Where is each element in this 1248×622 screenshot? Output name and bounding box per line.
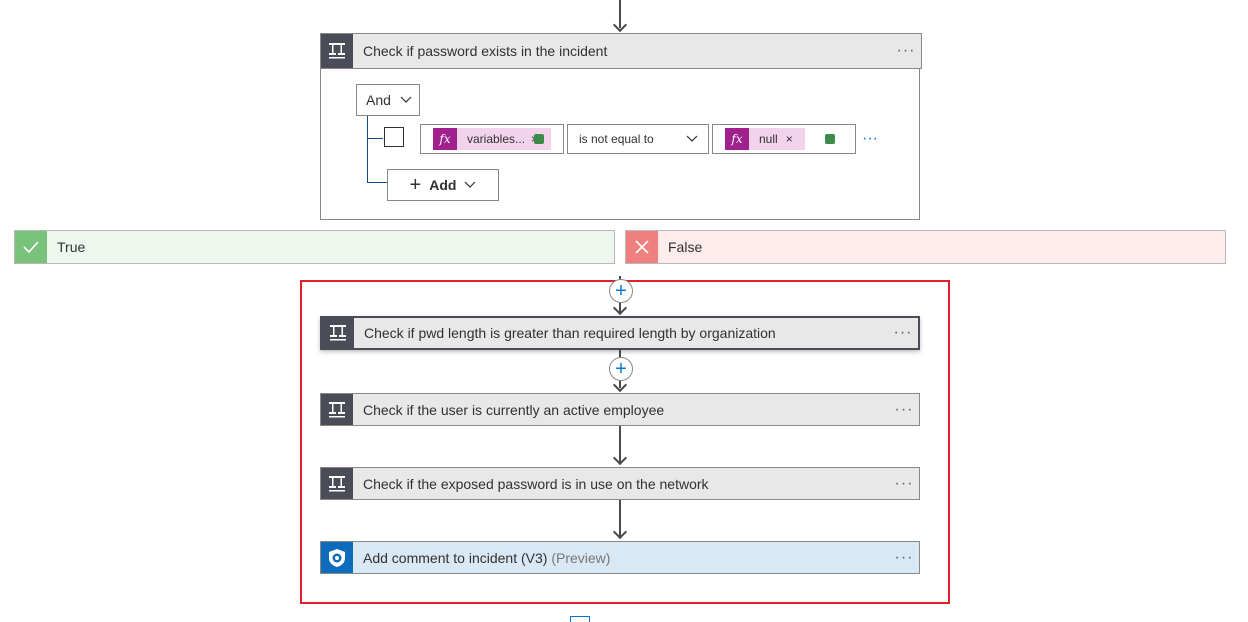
top-connector-line bbox=[619, 0, 621, 28]
condition-header[interactable]: Check if password exists in the incident… bbox=[320, 33, 922, 69]
dynamic-content-icon bbox=[825, 134, 835, 144]
row-more-icon[interactable]: ··· bbox=[862, 130, 878, 147]
collapse-handle[interactable] bbox=[570, 616, 590, 622]
chevron-down-icon bbox=[400, 96, 412, 103]
connector-line bbox=[619, 426, 621, 464]
condition-icon bbox=[322, 318, 354, 348]
insert-step-button[interactable]: + bbox=[609, 357, 633, 381]
action-title: Check if the exposed password is in use … bbox=[363, 475, 709, 492]
chevron-down-icon bbox=[686, 135, 698, 142]
condition-title: Check if password exists in the incident bbox=[363, 43, 608, 59]
true-branch[interactable]: True bbox=[14, 230, 615, 264]
tree-line-vertical bbox=[367, 116, 368, 182]
tree-line-add bbox=[367, 182, 387, 183]
chevron-down-icon bbox=[465, 181, 476, 188]
condition-more-icon[interactable]: ··· bbox=[896, 42, 916, 59]
and-dropdown-label: And bbox=[366, 92, 391, 108]
preview-badge: (Preview) bbox=[551, 549, 611, 566]
true-label: True bbox=[57, 239, 86, 255]
add-condition-button[interactable]: + Add bbox=[387, 169, 499, 201]
and-dropdown[interactable]: And bbox=[356, 84, 420, 116]
add-button-label: Add bbox=[429, 177, 457, 193]
connector-line bbox=[619, 500, 621, 538]
more-options-icon[interactable]: ··· bbox=[894, 474, 914, 492]
action-card-active-employee[interactable]: Check if the user is currently an active… bbox=[320, 393, 920, 426]
right-token[interactable]: fx null × bbox=[725, 128, 805, 150]
check-icon bbox=[15, 231, 47, 263]
condition-icon bbox=[321, 394, 353, 425]
insert-step-button[interactable]: + bbox=[609, 279, 633, 303]
right-operand-field[interactable]: fx null × bbox=[712, 124, 856, 154]
dynamic-content-icon bbox=[534, 134, 545, 144]
fx-icon: fx bbox=[725, 128, 749, 150]
plus-icon: + bbox=[409, 174, 422, 196]
action-card-pwd-length[interactable]: Check if pwd length is greater than requ… bbox=[320, 316, 920, 350]
comparator-label: is not equal to bbox=[579, 132, 654, 146]
more-options-icon[interactable]: ··· bbox=[894, 400, 914, 418]
right-token-label: null bbox=[759, 132, 778, 146]
tree-line-row bbox=[367, 138, 383, 139]
false-branch[interactable]: False bbox=[625, 230, 1226, 264]
condition-icon bbox=[321, 34, 353, 68]
row-checkbox[interactable] bbox=[384, 127, 404, 147]
action-title-text: Add comment to incident (V3) bbox=[363, 549, 548, 566]
left-token-label: variables... bbox=[467, 132, 526, 146]
more-options-icon[interactable]: ··· bbox=[894, 548, 914, 566]
left-operand-field[interactable]: fx variables... × bbox=[420, 124, 564, 154]
action-title: Check if pwd length is greater than requ… bbox=[364, 325, 776, 341]
action-title: Add comment to incident (V3) (Preview) bbox=[353, 550, 889, 566]
condition-card: Check if password exists in the incident… bbox=[320, 33, 922, 220]
token-remove-icon[interactable]: × bbox=[785, 132, 793, 146]
action-card-password-in-use[interactable]: Check if the exposed password is in use … bbox=[320, 467, 920, 500]
comparator-dropdown[interactable]: is not equal to bbox=[567, 124, 709, 154]
false-label: False bbox=[668, 239, 703, 255]
top-connector-arrow bbox=[612, 17, 628, 33]
action-card-add-comment[interactable]: Add comment to incident (V3) (Preview) ·… bbox=[320, 541, 920, 574]
x-icon bbox=[626, 231, 658, 263]
condition-icon bbox=[321, 468, 353, 499]
left-token[interactable]: fx variables... × bbox=[433, 128, 551, 150]
more-options-icon[interactable]: ··· bbox=[893, 324, 913, 341]
sentinel-icon bbox=[321, 542, 353, 573]
fx-icon: fx bbox=[433, 128, 457, 150]
action-title: Check if the user is currently an active… bbox=[363, 401, 665, 418]
